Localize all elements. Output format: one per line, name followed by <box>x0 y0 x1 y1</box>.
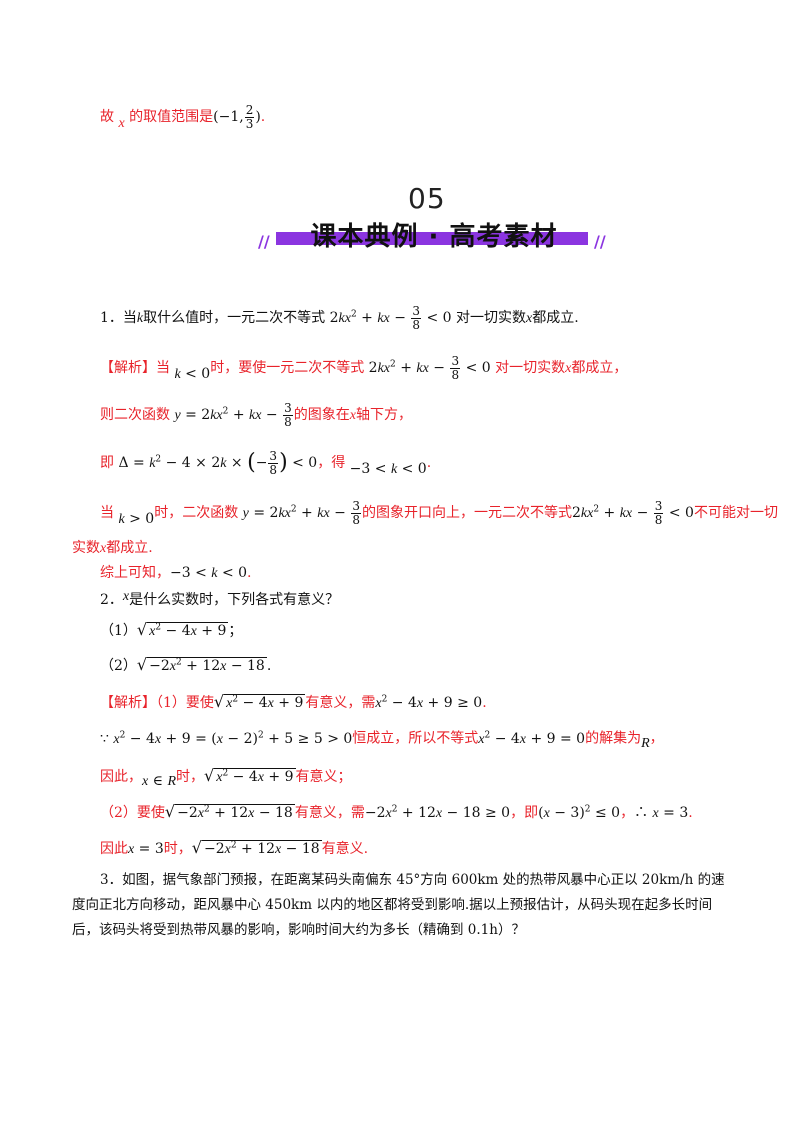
q1-solution-line5: 实数x都成立. <box>72 540 153 556</box>
section-title: 课本典例 · 高考素材 <box>310 222 558 252</box>
banner-slash-left: // <box>258 232 270 251</box>
question-2: 2．x是什么实数时，下列各式有意义？ <box>100 589 340 608</box>
section-number: 05 <box>408 182 446 215</box>
question-3-line3: 后，该码头将受到热带风暴的影响，影响时间大约为多长（精确到 0.1h）？ <box>72 922 525 938</box>
question-3-line1: 3．如图，据气象部门预报，在距离某码头南偏东 45°方向 600km 处的热带风… <box>100 872 725 888</box>
q2-solution-line2: ∵ x2 − 4x + 9 = (x − 2)2 + 5 ≥ 5 > 0恒成立，… <box>100 730 664 751</box>
banner-slash-right: // <box>594 232 606 251</box>
q2-part2: （2）√−2x2 + 12x − 18. <box>100 655 272 674</box>
q1-conclusion: 综上可知，−3 < k < 0. <box>100 565 252 581</box>
question-3-line2: 度向正北方向移动，距风暴中心 450km 以内的地区都将受到影响.据以上预报估计… <box>72 897 713 913</box>
banner-bar <box>276 232 588 245</box>
section-banner: 05 // // 课本典例 · 高考素材 <box>258 182 606 256</box>
q2-part1: （1）√x2 − 4x + 9； <box>100 620 243 639</box>
